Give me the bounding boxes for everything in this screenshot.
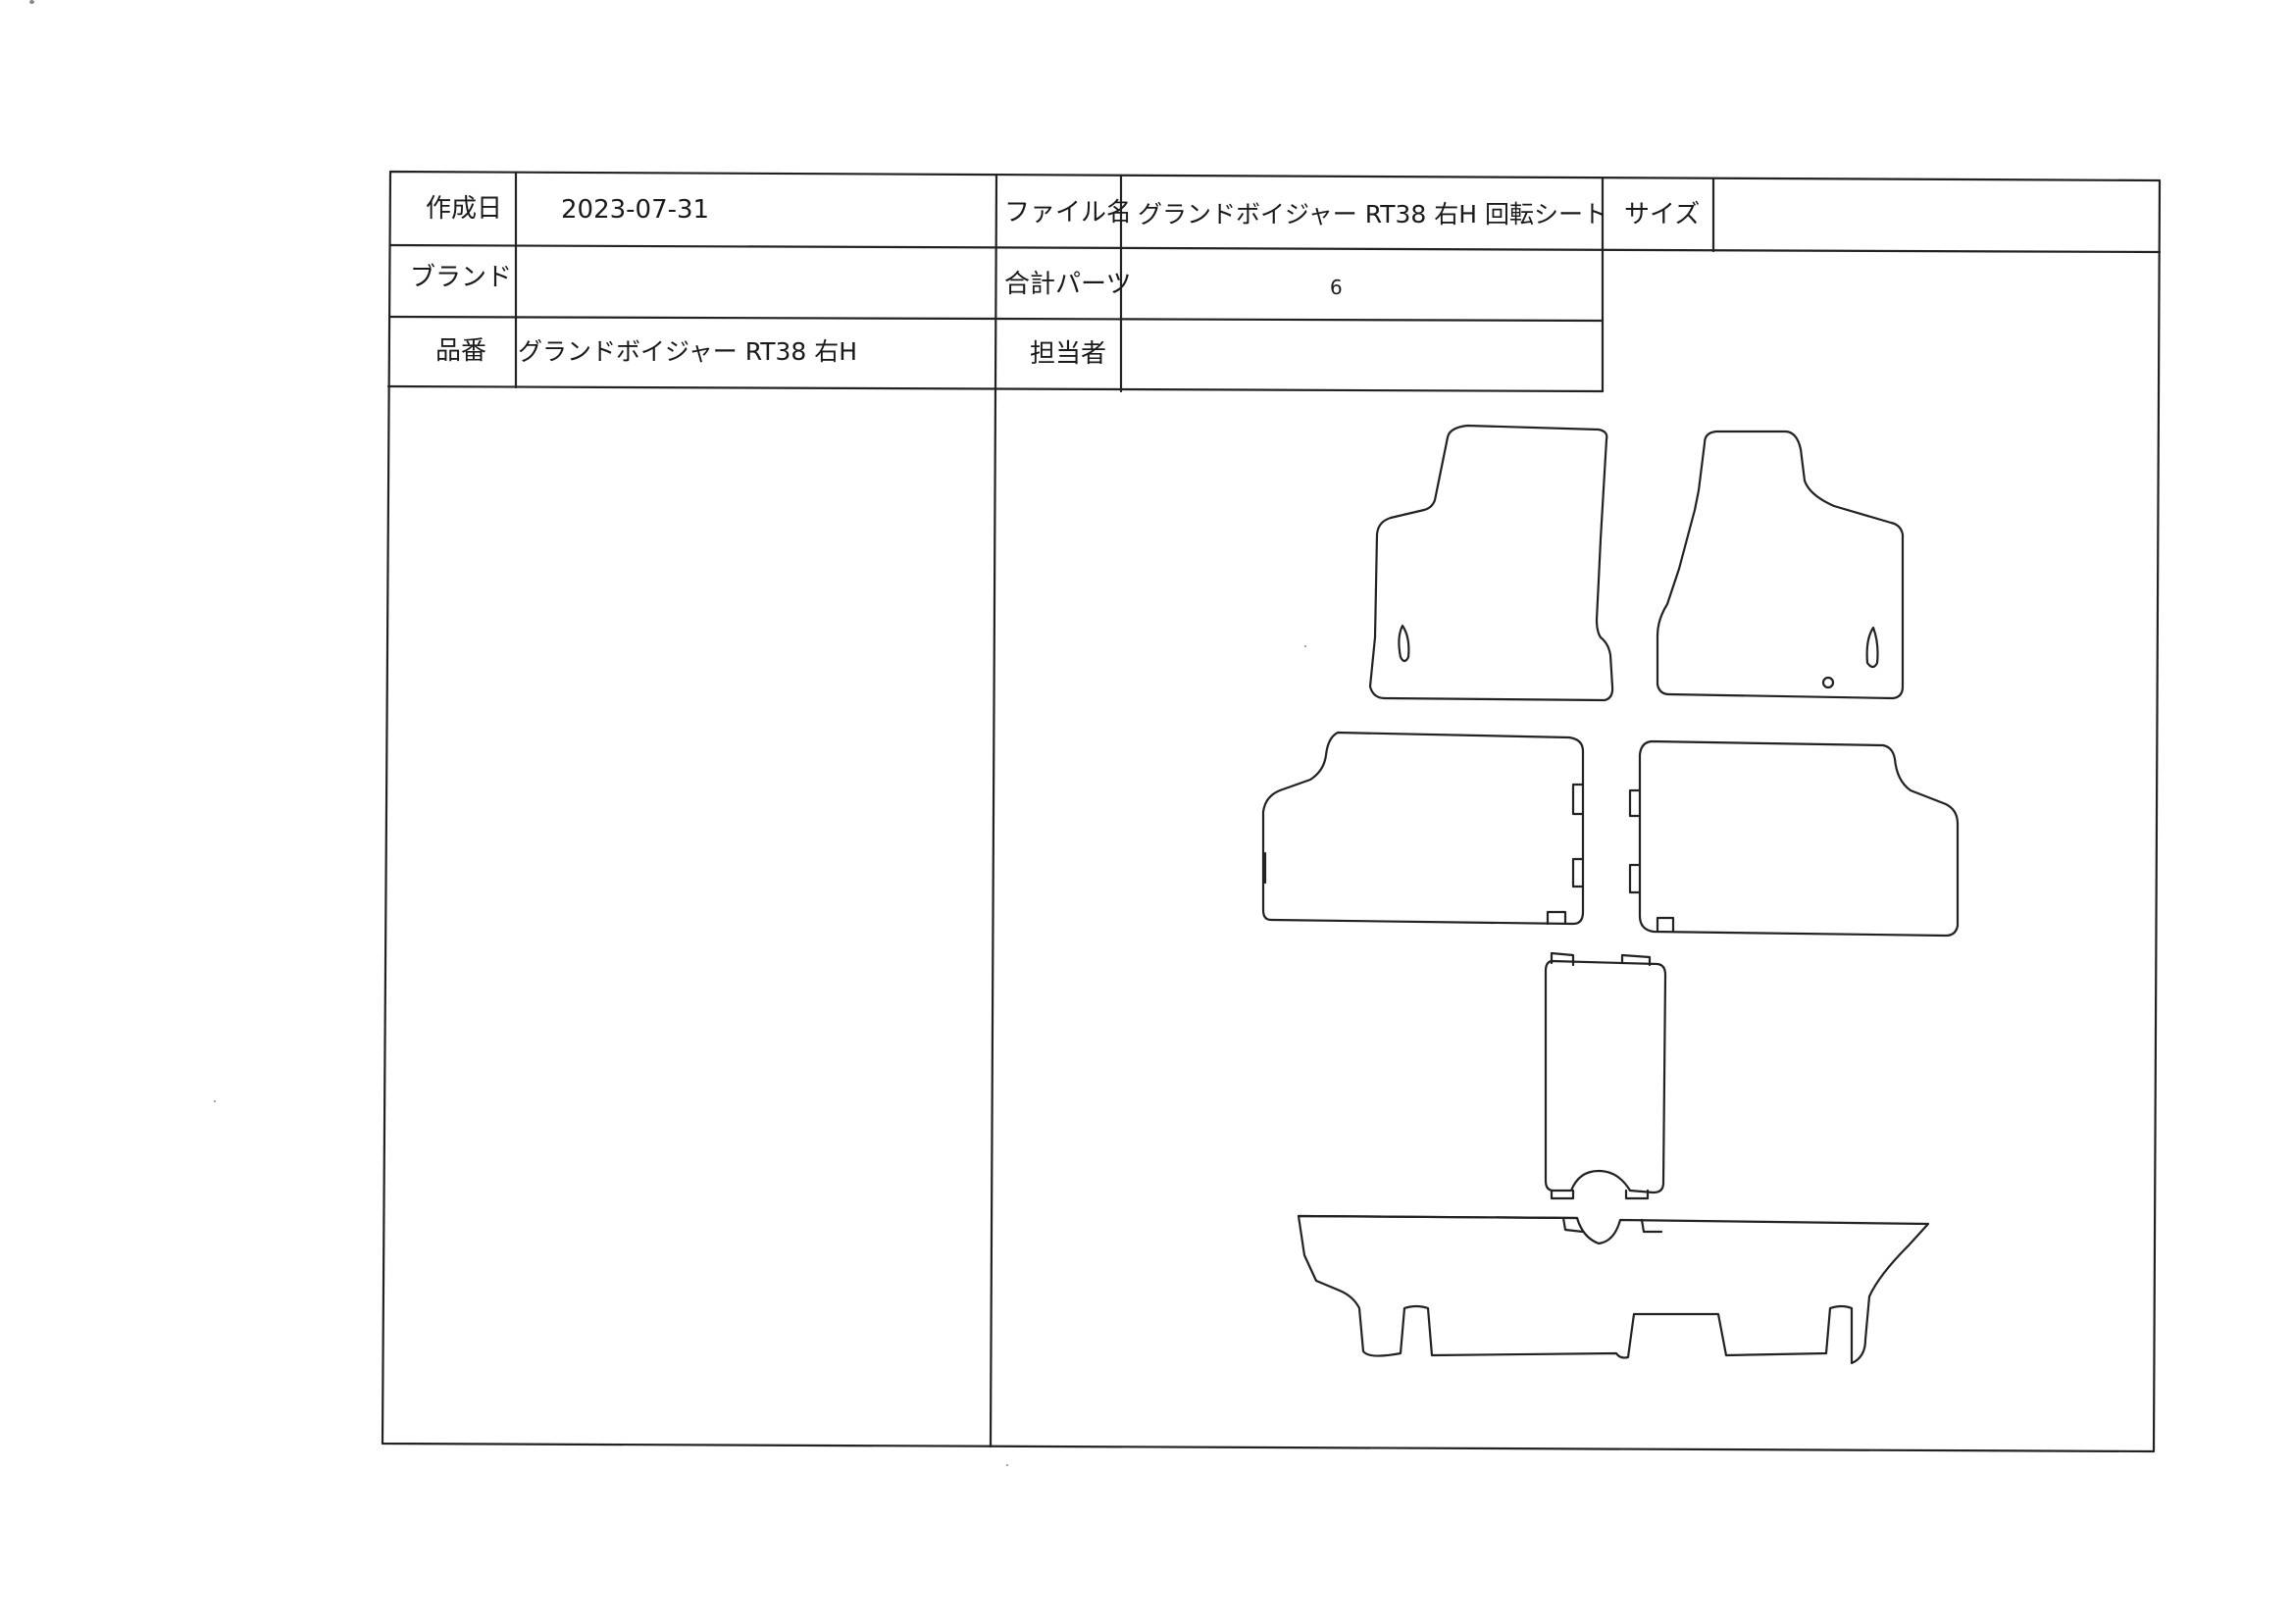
second-row-left-clip-2 bbox=[1571, 857, 1585, 888]
filename-value: グランドボイジャー RT38 右H 回転シート bbox=[1138, 200, 1608, 228]
third-row-clip-2 bbox=[1640, 1218, 1663, 1234]
filename-label: ファイル名 bbox=[1004, 198, 1133, 228]
row-divider-1 bbox=[388, 243, 2162, 254]
driver-mat-outline bbox=[1368, 424, 1614, 702]
size-label: サイズ bbox=[1624, 200, 1701, 229]
created-date-label: 作成日 bbox=[426, 194, 503, 224]
center-aisle-clip-top-2 bbox=[1620, 953, 1652, 967]
second-row-left-mat-outline bbox=[1261, 731, 1585, 926]
second-row-right-clip-3 bbox=[1656, 916, 1675, 934]
brand-label: ブランド bbox=[410, 263, 513, 292]
second-row-right-clip-1 bbox=[1628, 788, 1642, 818]
passenger-mat-outline bbox=[1656, 430, 1905, 700]
center-aisle-mat-outline bbox=[1544, 959, 1667, 1194]
parts-total-label: 合計パーツ bbox=[1004, 270, 1132, 299]
col-divider-main bbox=[989, 173, 998, 1448]
scan-speck bbox=[214, 1100, 216, 1102]
third-row-mat-outline bbox=[1297, 1214, 1930, 1365]
scan-speck bbox=[29, 0, 34, 4]
scan-speck bbox=[1304, 645, 1306, 647]
second-row-left-clip-3 bbox=[1546, 910, 1567, 926]
second-row-right-mat-outline bbox=[1638, 739, 1960, 938]
parts-total-value: 6 bbox=[1330, 276, 1343, 299]
passenger-mat-grommet bbox=[1821, 676, 1835, 689]
person-in-charge-label: 担当者 bbox=[1030, 339, 1107, 369]
passenger-mat-heel-clip bbox=[1865, 626, 1879, 669]
second-row-right-clip-2 bbox=[1628, 863, 1642, 894]
product-number-label: 品番 bbox=[435, 336, 487, 366]
third-row-seam bbox=[1297, 1214, 1579, 1220]
third-row-clip-1 bbox=[1561, 1216, 1585, 1234]
center-aisle-clip-bottom-2 bbox=[1624, 1189, 1650, 1200]
second-row-left-clip-1 bbox=[1571, 783, 1585, 816]
center-aisle-clip-bottom-1 bbox=[1550, 1189, 1575, 1200]
form-frame bbox=[381, 170, 2162, 1453]
scan-speck bbox=[1006, 1464, 1008, 1466]
created-date-value: 2023-07-31 bbox=[561, 195, 710, 225]
product-number-value: グランドボイジャー RT38 右H bbox=[518, 337, 858, 366]
driver-mat-heel-clip bbox=[1398, 624, 1410, 663]
center-aisle-clip-top-1 bbox=[1550, 951, 1575, 967]
